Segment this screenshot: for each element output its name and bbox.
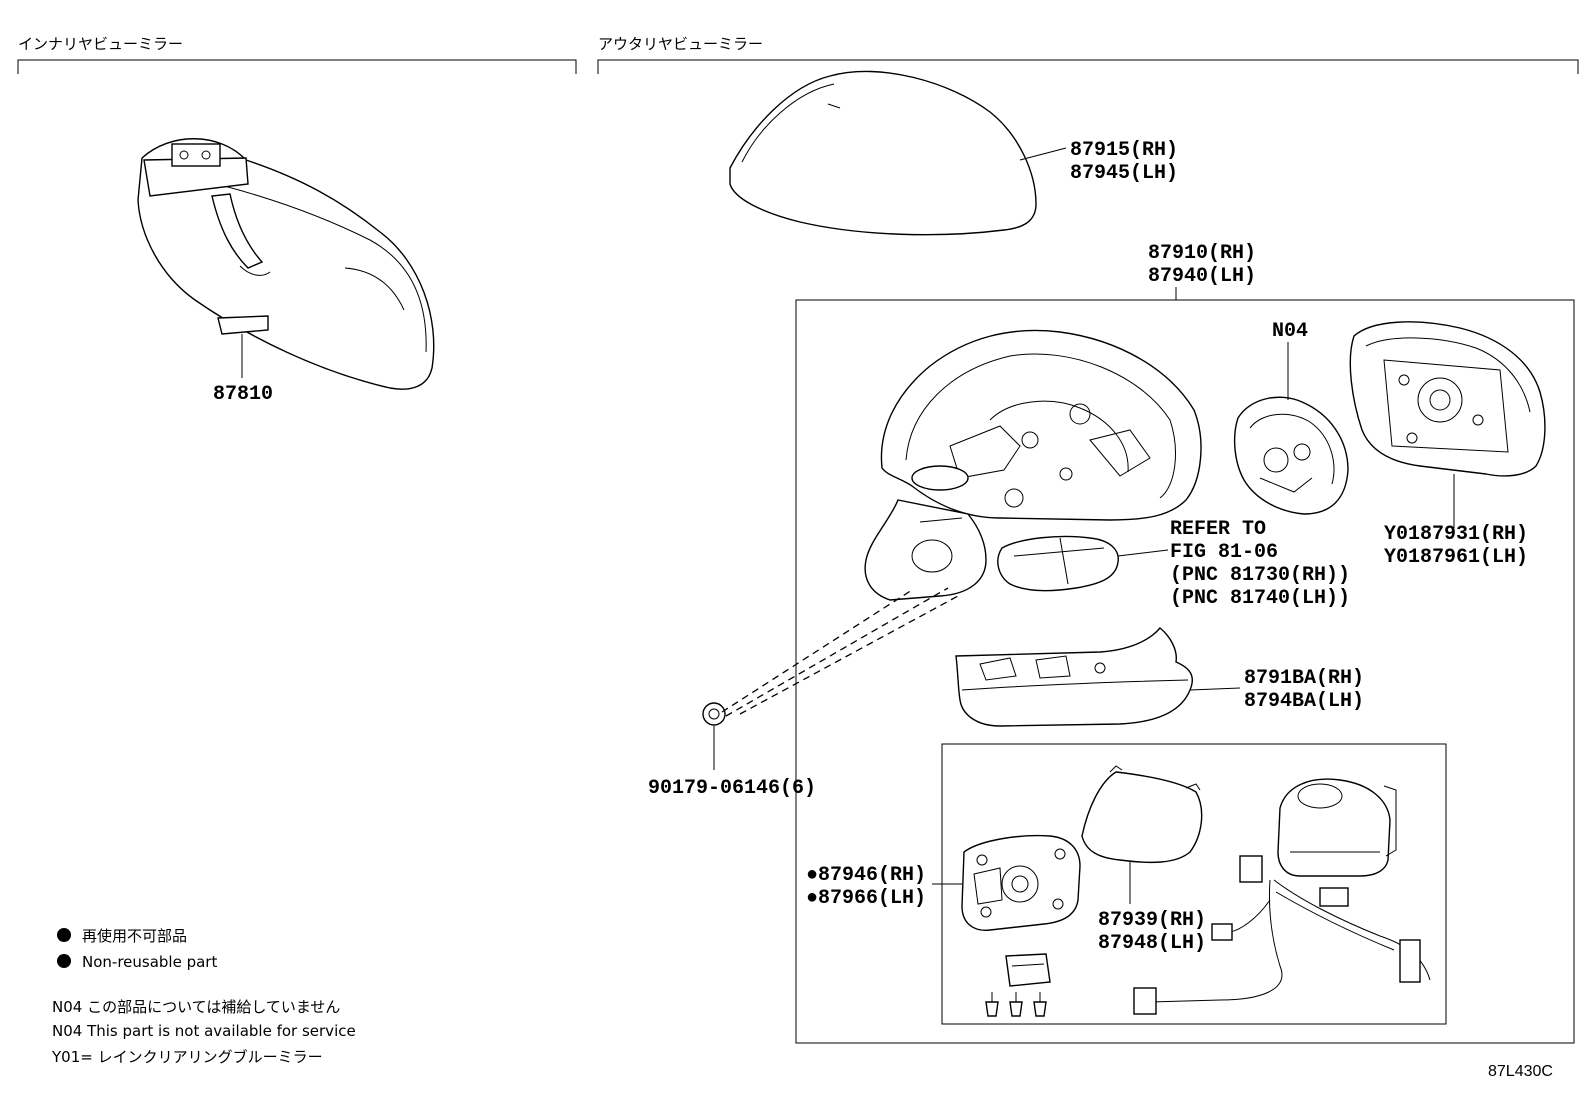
- mirror-cover-drawing: [729, 70, 1037, 236]
- assembly-frame: [795, 299, 1575, 1044]
- mirror-housing-drawing: [864, 329, 1202, 601]
- mirror-holder-drawing: [961, 834, 1081, 931]
- section-bracket-inner: [17, 59, 577, 74]
- note-nonreuse-en: Non-reusable part: [82, 953, 217, 971]
- label-87939-rh: 87939(RH): [1098, 909, 1206, 932]
- label-8794ba-lh: 8794BA(LH): [1244, 690, 1364, 713]
- section-bracket-outer: [597, 59, 1579, 74]
- label-y0187931-rh: Y0187931(RH): [1384, 523, 1528, 546]
- bullet-nonreuse-en: [57, 954, 71, 968]
- motor-harness-drawing: [1133, 778, 1431, 1015]
- leader-refer: [1117, 549, 1169, 557]
- label-87945-lh: 87945(LH): [1070, 162, 1178, 185]
- dashed-guide-3: [739, 595, 959, 715]
- label-n04: N04: [1272, 320, 1308, 343]
- turn-signal-lamp-drawing: [997, 535, 1119, 592]
- inner-mirror-drawing: [137, 138, 435, 390]
- label-refer-pnc-lh: (PNC 81740(LH)): [1170, 587, 1350, 610]
- clip-drawing: [702, 702, 726, 726]
- leader-cover: [1019, 147, 1067, 161]
- note-n04-en: N04 This part is not available for servi…: [52, 1022, 356, 1040]
- note-nonreuse-jp: 再使用不可部品: [82, 927, 187, 945]
- figure-code: 87L430C: [1488, 1063, 1553, 1080]
- dashed-guide-1: [721, 589, 913, 713]
- note-y01: Y01= レインクリアリングブルーミラー: [51, 1048, 323, 1066]
- mirror-glass-drawing: [1081, 765, 1203, 864]
- section-title-inner-mirror: インナリヤビューミラー: [18, 35, 183, 53]
- visor-drawing: [955, 627, 1194, 727]
- label-87940-lh: 87940(LH): [1148, 265, 1256, 288]
- leader-visor: [1189, 687, 1241, 691]
- rain-clearing-mirror-drawing: [1349, 321, 1546, 477]
- label-87948-lh: 87948(LH): [1098, 932, 1206, 955]
- bullet-nonreuse-jp: [57, 928, 71, 942]
- label-87810: 87810: [213, 383, 273, 406]
- label-87946-rh: ●87946(RH): [806, 864, 926, 887]
- connector-bolts-drawing: [985, 953, 1051, 1017]
- actuator-n04-drawing: [1233, 396, 1349, 515]
- label-87910-rh: 87910(RH): [1148, 242, 1256, 265]
- label-refer-to: REFER TO: [1170, 518, 1266, 541]
- label-87915-rh: 87915(RH): [1070, 139, 1178, 162]
- label-y0187961-lh: Y0187961(LH): [1384, 546, 1528, 569]
- label-refer-fig: FIG 81-06: [1170, 541, 1278, 564]
- note-n04-jp: N04 この部品については補給していません: [52, 998, 340, 1016]
- label-8791ba-rh: 8791BA(RH): [1244, 667, 1364, 690]
- dashed-guide-2: [725, 587, 949, 717]
- label-90179-06146: 90179-06146(6): [648, 777, 816, 800]
- section-title-outer-mirror: アウタリヤビューミラー: [598, 35, 763, 53]
- label-87966-lh: ●87966(LH): [806, 887, 926, 910]
- label-refer-pnc-rh: (PNC 81730(RH)): [1170, 564, 1350, 587]
